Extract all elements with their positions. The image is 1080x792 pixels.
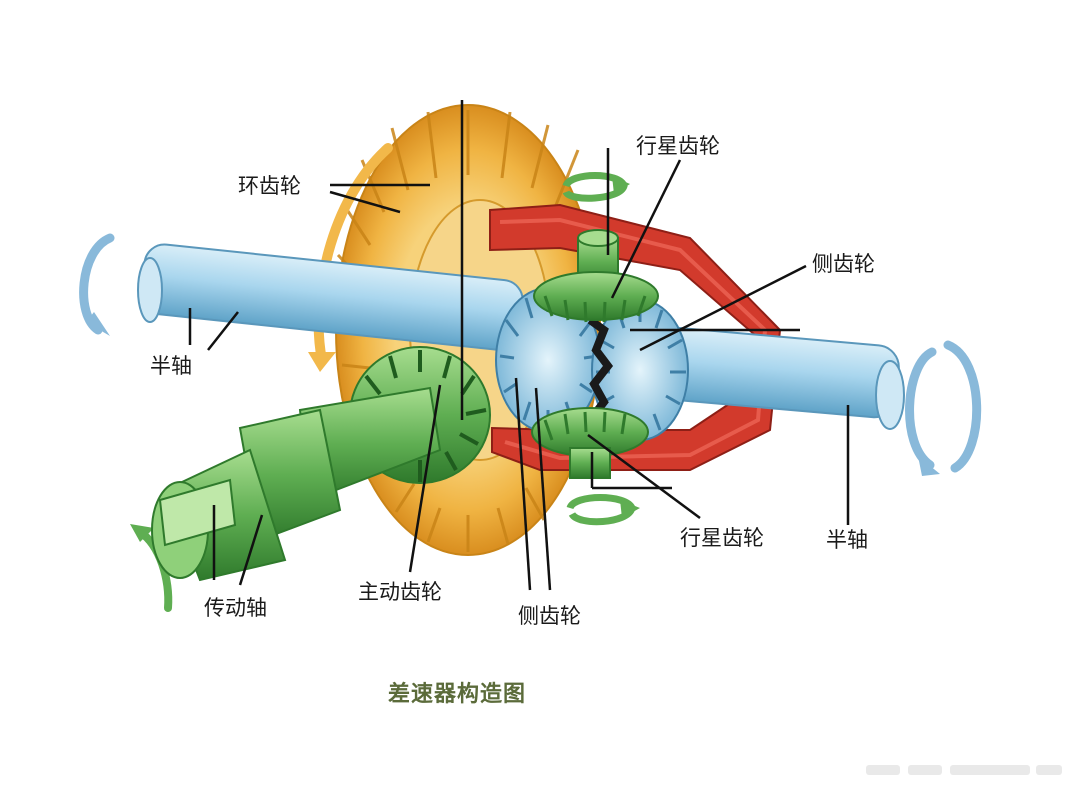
label-drive-shaft: 传动轴 bbox=[204, 596, 267, 620]
label-drive-gear: 主动齿轮 bbox=[358, 580, 442, 604]
label-half-shaft-left: 半轴 bbox=[150, 354, 192, 378]
label-half-shaft-right: 半轴 bbox=[826, 528, 868, 552]
label-side-gear-right: 侧齿轮 bbox=[812, 252, 875, 276]
rotation-arrow-left bbox=[79, 233, 115, 335]
leader-side-gear-bottom bbox=[514, 377, 532, 591]
rotation-arrow-left-head bbox=[86, 312, 110, 336]
label-side-gear-bottom: 侧齿轮 bbox=[518, 604, 581, 628]
leader-ring-gear-2 bbox=[329, 190, 401, 214]
leader-lines bbox=[188, 100, 850, 591]
watermark bbox=[866, 759, 1066, 781]
leader-drive-shaft-2 bbox=[238, 514, 264, 586]
leader-side-gear-right bbox=[639, 264, 807, 352]
leader-half-shaft-left bbox=[207, 311, 239, 351]
label-planet-gear-top: 行星齿轮 bbox=[636, 134, 720, 158]
rotation-arrow-right bbox=[905, 340, 982, 473]
label-ring-gear: 环齿轮 bbox=[238, 174, 301, 198]
leader-side-gear-bottom-2 bbox=[534, 387, 552, 591]
rotation-arrow-right-head bbox=[918, 456, 940, 476]
leader-drive-gear bbox=[408, 384, 442, 573]
rotation-arrow-drive-head bbox=[130, 524, 154, 542]
diagram-caption: 差速器构造图 bbox=[388, 682, 527, 707]
ring-rotation-arrow bbox=[313, 143, 393, 365]
leader-planet-bottom bbox=[587, 433, 701, 520]
planet-rotation-arrow-top bbox=[562, 172, 630, 202]
leader-planet-top bbox=[610, 159, 682, 299]
planet-gear-top bbox=[533, 229, 659, 323]
planet-rotation-arrow-bottom bbox=[566, 494, 640, 526]
ring-rotation-arrow-head bbox=[308, 352, 336, 372]
planet-gear-bottom bbox=[531, 407, 649, 479]
gear-mesh-gap bbox=[586, 316, 614, 423]
drive-shaft bbox=[151, 386, 442, 582]
label-planet-gear-bottom: 行星齿轮 bbox=[680, 526, 764, 550]
